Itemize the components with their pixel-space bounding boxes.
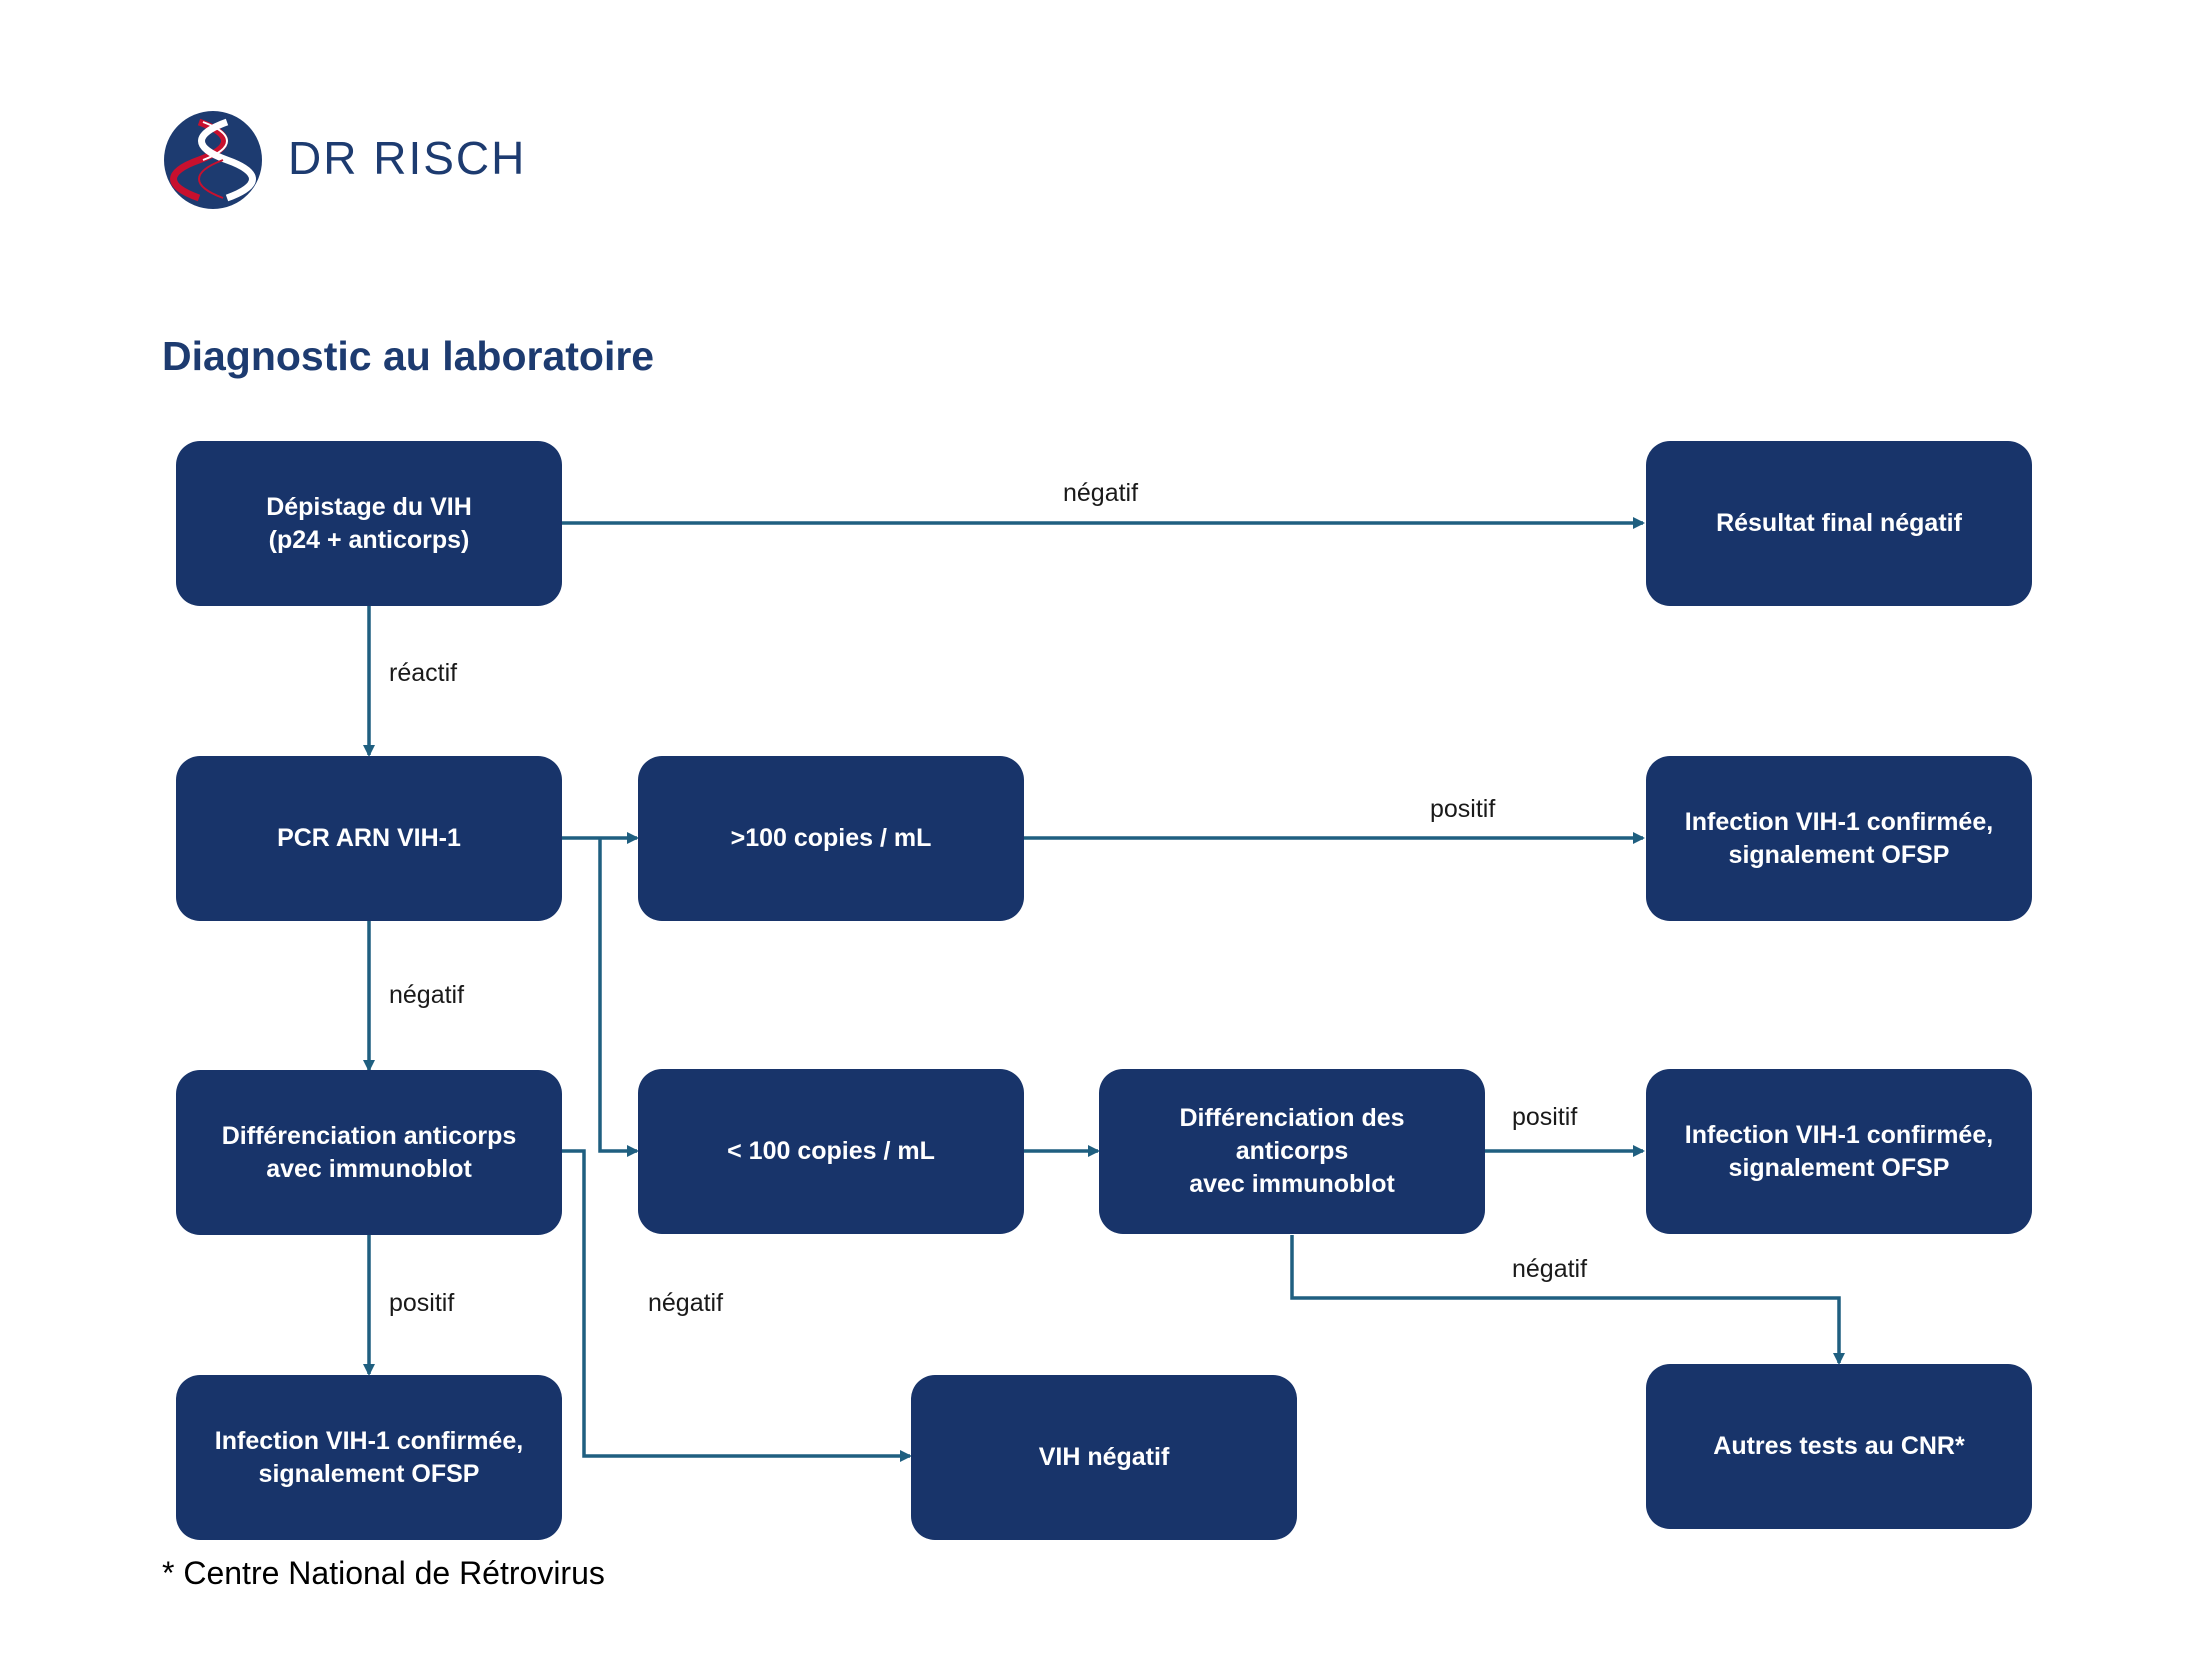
edge-label-diff2-negative: négatif <box>1512 1255 1588 1283</box>
confirmed-infection-bottom-box: Infection VIH-1 confirmée, signalement O… <box>176 1375 562 1540</box>
confirmed-infection-mid-box: Infection VIH-1 confirmée, signalement O… <box>1646 1069 2032 1234</box>
edge-label-diff2-positive: positif <box>1512 1103 1578 1131</box>
edge-label-screening-negative: négatif <box>1063 479 1139 507</box>
logo-text: DR RISCH <box>288 132 527 184</box>
page-title: Diagnostic au laboratoire <box>162 333 655 379</box>
arrow-diff-to-hiv-negative <box>562 1149 912 1462</box>
edge-label-screening-reactive: réactif <box>389 659 458 687</box>
hiv-negative-box: VIH négatif <box>911 1375 1297 1540</box>
edge-label-diff-positive: positif <box>389 1289 455 1317</box>
arrow-diff2-to-other-tests <box>1290 1235 1845 1365</box>
dr-risch-logo-icon <box>164 111 262 209</box>
pcr-box: PCR ARN VIH-1 <box>176 756 562 921</box>
footnote: * Centre National de Rétrovirus <box>162 1555 605 1591</box>
below-100-copies-box: < 100 copies / mL <box>638 1069 1024 1234</box>
antibody-differentiation-2-box: Différenciation des anticorps avec immun… <box>1099 1069 1485 1234</box>
edge-label-pcr-negative: négatif <box>389 981 465 1009</box>
confirmed-infection-top-box: Infection VIH-1 confirmée, signalement O… <box>1646 756 2032 921</box>
edge-label-diff-negative: négatif <box>648 1289 724 1317</box>
arrow-pcr-to-below-100 <box>598 838 639 1157</box>
screening-box: Dépistage du VIH (p24 + anticorps) <box>176 441 562 606</box>
other-tests-box: Autres tests au CNR* <box>1646 1364 2032 1529</box>
antibody-differentiation-box: Différenciation anticorps avec immunoblo… <box>176 1070 562 1235</box>
final-negative-box: Résultat final négatif <box>1646 441 2032 606</box>
above-100-copies-box: >100 copies / mL <box>638 756 1024 921</box>
edge-label-above-positive: positif <box>1430 795 1496 823</box>
